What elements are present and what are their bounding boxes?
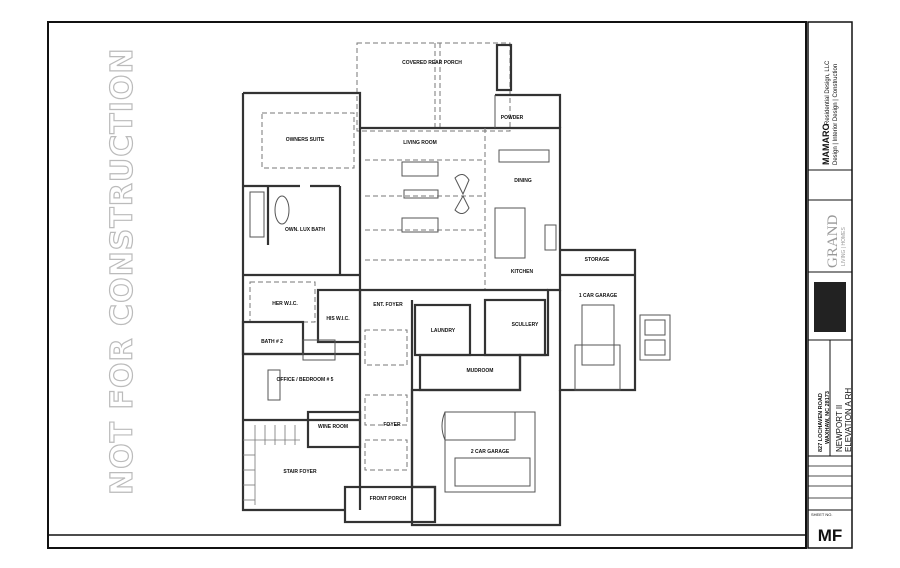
room-powder-rear: POWDER xyxy=(501,115,524,121)
room-two-car-garage: 2 CAR GARAGE xyxy=(471,449,510,455)
elevation: ELEVATION A RH xyxy=(844,388,853,452)
room-her-wic: HER W.I.C. xyxy=(272,301,298,307)
watermark: NOT FOR CONSTRUCTION xyxy=(105,48,140,495)
company-suffix: Residential Design, LLC xyxy=(825,60,831,125)
plan-name: NEWPORT II xyxy=(835,405,844,452)
room-scullery: SCULLERY xyxy=(512,322,539,328)
room-owners-bath: OWN. LUX BATH xyxy=(285,227,325,233)
room-office-bedroom-5: OFFICE / BEDROOM # 5 xyxy=(277,377,334,383)
room-living-room: LIVING ROOM xyxy=(403,140,437,146)
room-one-car-garage: 1 CAR GARAGE xyxy=(579,293,618,299)
address-line2: WAXHAW, NC 28173 xyxy=(825,391,831,444)
room-labels: COVERED REAR PORCH OWNERS SUITE OWN. LUX… xyxy=(261,60,618,502)
logo-text: GRAND xyxy=(825,214,841,268)
company-services: Design | Interior Design | Construction xyxy=(833,64,839,165)
room-stair-foyer: STAIR FOYER xyxy=(283,469,317,475)
room-covered-rear-porch: COVERED REAR PORCH xyxy=(402,60,462,66)
room-laundry: LAUNDRY xyxy=(431,328,456,334)
room-kitchen: KITCHEN xyxy=(511,269,534,275)
room-his-wic: HIS W.I.C. xyxy=(326,316,350,322)
room-foyer: FOYER xyxy=(383,422,401,428)
floor-plan xyxy=(241,42,671,527)
sheet-no-label: SHEET NO. xyxy=(811,512,833,517)
room-mudroom: MUDROOM xyxy=(467,368,494,374)
room-dining: DINING xyxy=(514,178,532,184)
address-line1: 827 LOCHAVEN ROAD xyxy=(818,393,824,452)
room-front-porch: FRONT PORCH xyxy=(370,496,407,502)
grand-logo: GRAND LIVING | HOMES xyxy=(825,214,847,268)
room-storage: STORAGE xyxy=(585,257,610,263)
sheet-border xyxy=(47,21,807,549)
covered-rear-porch-outline xyxy=(356,42,511,132)
logo-sub: LIVING | HOMES xyxy=(841,227,847,266)
room-ent-foyer: ENT. FOYER xyxy=(373,302,403,308)
stamp-block xyxy=(814,282,846,332)
room-wine-room: WINE ROOM xyxy=(318,424,348,430)
room-owners-suite: OWNERS SUITE xyxy=(286,137,325,143)
company-name: MAMARO xyxy=(821,124,831,166)
room-bath-2: BATH # 2 xyxy=(261,339,283,345)
title-block: MAMARO Residential Design, LLC Design | … xyxy=(807,21,853,549)
sheet-no: MF xyxy=(818,526,843,545)
